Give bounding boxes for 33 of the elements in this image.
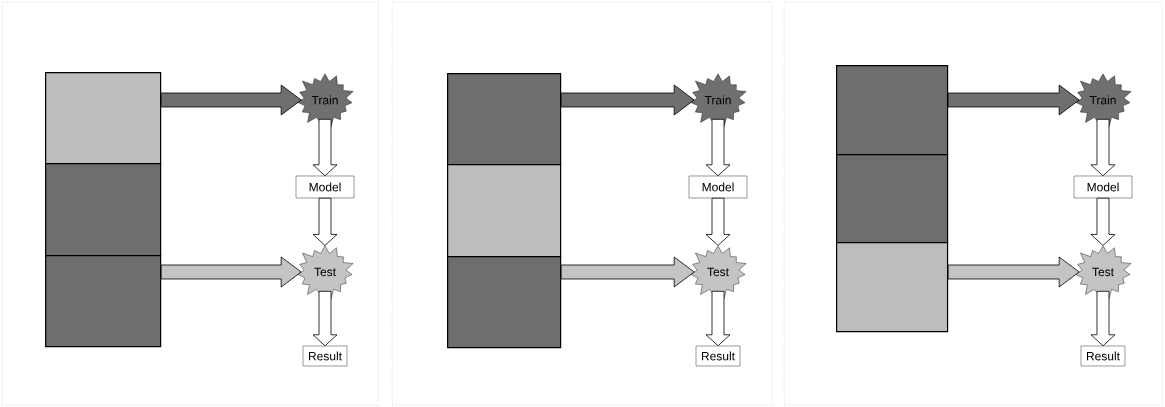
block-arrow bbox=[560, 256, 695, 288]
block-arrow bbox=[947, 84, 1080, 116]
fold-bar bbox=[836, 65, 949, 156]
panel-frame bbox=[784, 2, 1163, 406]
block-arrow bbox=[160, 256, 302, 288]
block-arrow bbox=[312, 118, 338, 177]
block-arrow bbox=[160, 84, 302, 116]
panel-frame bbox=[2, 2, 379, 406]
panel-frame bbox=[392, 2, 773, 406]
fold-bar bbox=[836, 154, 949, 244]
block-arrow bbox=[1090, 118, 1116, 177]
block-arrow bbox=[705, 118, 731, 177]
fold-bar bbox=[447, 256, 562, 349]
fold-bar bbox=[447, 73, 562, 166]
block-arrow bbox=[705, 290, 731, 347]
label-box: Result bbox=[1080, 345, 1126, 367]
label-box: Result bbox=[695, 345, 741, 367]
label-box: Model bbox=[1073, 175, 1133, 199]
label-box: Result bbox=[302, 345, 348, 367]
label-box: Model bbox=[688, 175, 748, 199]
block-arrow bbox=[560, 84, 695, 116]
fold-bar bbox=[45, 163, 162, 257]
fold-bar bbox=[45, 72, 162, 165]
label-box: Model bbox=[295, 175, 355, 199]
block-arrow bbox=[312, 290, 338, 347]
fold-bar bbox=[447, 164, 562, 258]
block-arrow bbox=[1090, 197, 1116, 246]
block-arrow bbox=[312, 197, 338, 246]
fold-bar bbox=[836, 242, 949, 333]
block-arrow bbox=[947, 256, 1080, 288]
block-arrow bbox=[1090, 290, 1116, 347]
block-arrow bbox=[705, 197, 731, 246]
fold-bar bbox=[45, 255, 162, 348]
